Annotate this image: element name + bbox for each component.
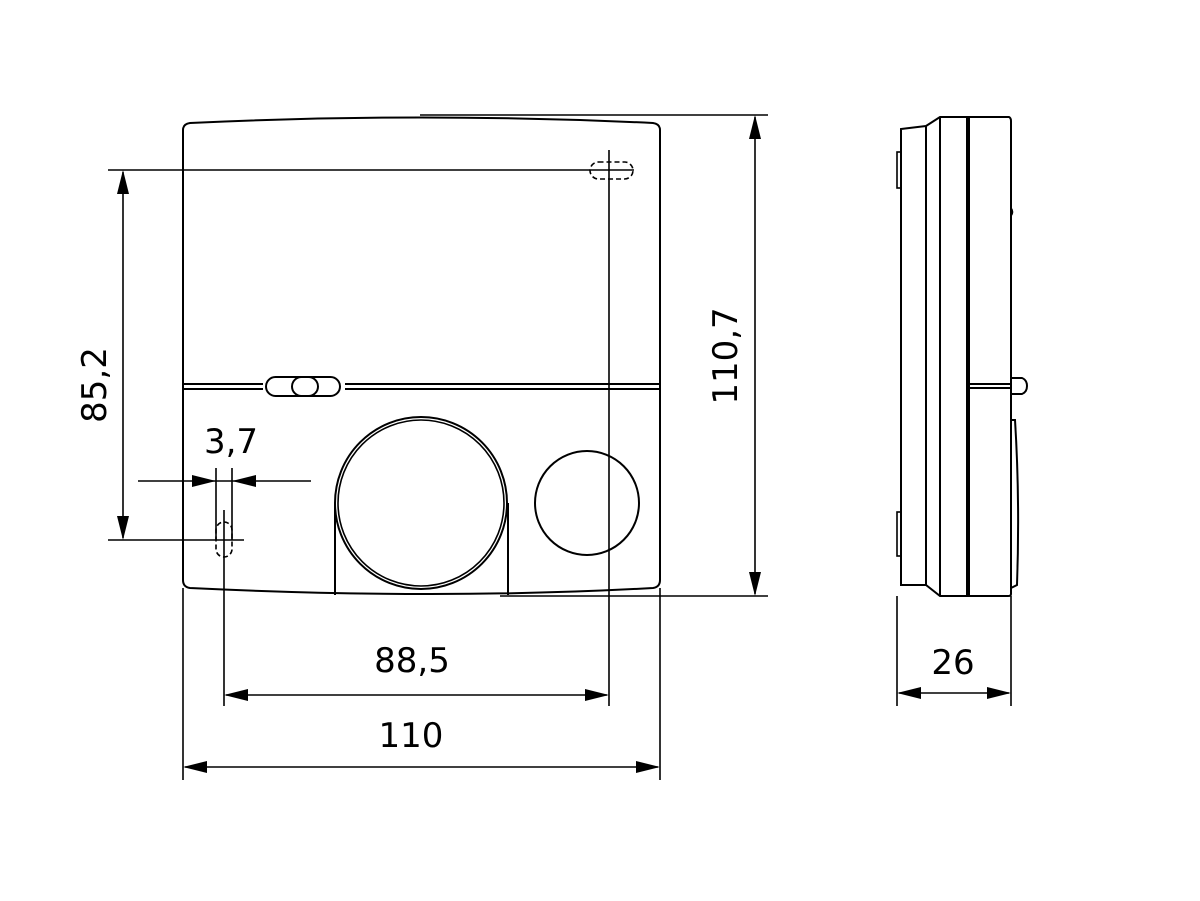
front-cover: [968, 116, 1012, 597]
small-knob: [534, 450, 640, 556]
dial-profile: [1010, 419, 1020, 589]
switch-knob-side: [1011, 377, 1029, 395]
large-dial: [334, 416, 509, 595]
dimension-label-110-7: 110,7: [706, 307, 746, 404]
housing-outline: [182, 116, 661, 595]
dimension-label-3-7: 3,7: [204, 422, 258, 462]
dimension-slot-width: 3,7: [138, 422, 311, 540]
dimension-label-26: 26: [931, 643, 974, 683]
dimension-label-85-2: 85,2: [75, 347, 115, 423]
dimension-vertical-hole-spacing: 85,2: [75, 170, 129, 540]
slide-switch: [265, 376, 341, 397]
cover-split-line: [183, 383, 660, 390]
dimension-horizontal-hole-spacing: 88,5: [224, 641, 609, 701]
dimension-label-88-5: 88,5: [374, 641, 450, 681]
dimension-depth: 26: [896, 596, 1012, 706]
dimension-overall-width: 110: [183, 716, 660, 773]
side-view: [896, 116, 1029, 597]
front-view: [108, 114, 768, 780]
base-plate: [900, 116, 968, 597]
dimension-overall-height: 110,7: [706, 115, 761, 596]
mounting-slot-top: [108, 150, 634, 706]
mounting-slot-bottom: [108, 510, 244, 706]
dimension-label-110: 110: [379, 716, 444, 756]
